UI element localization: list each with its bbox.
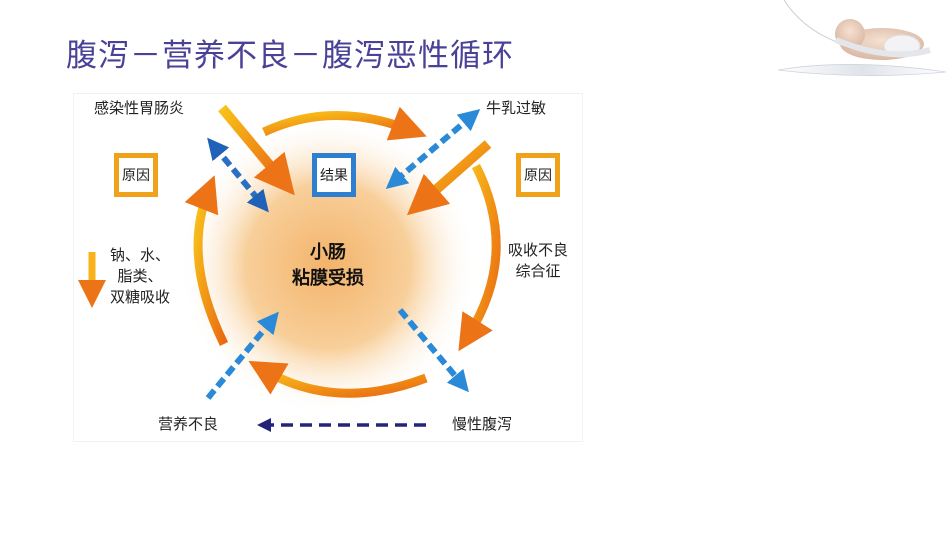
- label-bottom-right: 慢性腹泻: [452, 414, 512, 435]
- label-left: 钠、水、 脂类、 双糖吸收: [110, 245, 170, 308]
- center-label-line1: 小肠: [278, 240, 378, 266]
- center-label: 小肠 粘膜受损: [278, 240, 378, 292]
- label-left-line2: 脂类、: [110, 266, 170, 287]
- label-right-line1: 吸收不良: [508, 240, 568, 261]
- label-right-line2: 综合征: [508, 261, 568, 282]
- label-top-right: 牛乳过敏: [486, 98, 546, 119]
- box-result-center: 结果: [312, 153, 356, 197]
- label-left-line1: 钠、水、: [110, 245, 170, 266]
- box-cause-right: 原因: [516, 153, 560, 197]
- baby-feather-icon: [770, 0, 950, 90]
- label-bottom-left: 营养不良: [158, 414, 218, 435]
- box-cause-left: 原因: [114, 153, 158, 197]
- label-right: 吸收不良 综合征: [508, 240, 568, 282]
- center-label-line2: 粘膜受损: [278, 266, 378, 292]
- vicious-cycle-diagram: 感染性胃肠炎 牛乳过敏 原因 结果 原因 小肠 粘膜受损 钠、水、 脂类、 双糖…: [74, 94, 582, 441]
- slide-title: 腹泻－营养不良－腹泻恶性循环: [66, 30, 514, 75]
- label-left-line3: 双糖吸收: [110, 287, 170, 308]
- label-top-left: 感染性胃肠炎: [94, 98, 184, 119]
